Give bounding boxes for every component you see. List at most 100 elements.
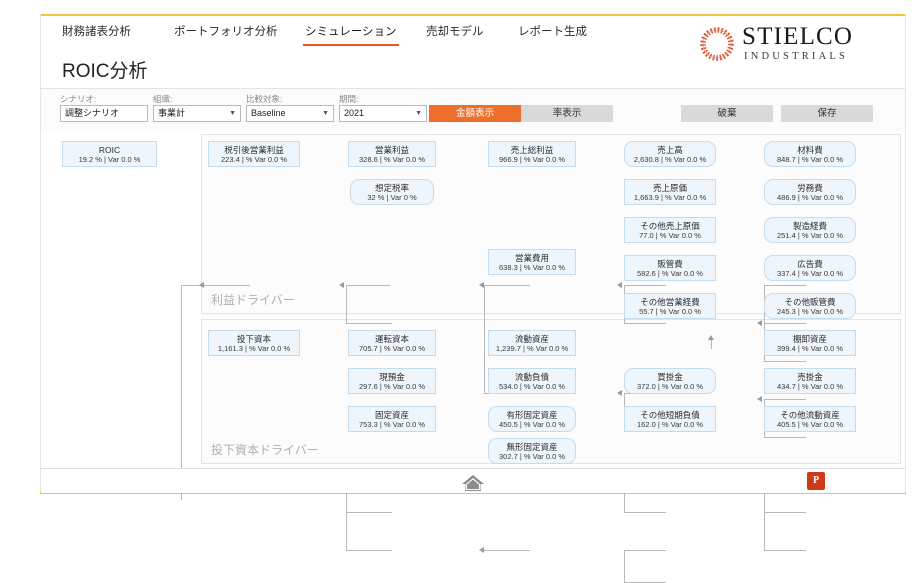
nav-tab-label: 売却モデル (426, 26, 484, 38)
active-tab-underline (303, 43, 399, 46)
period-label: 期間: (339, 94, 359, 104)
driver-node-name: 売上高 (657, 145, 683, 155)
driver-node-value: 450.5 | % Var 0.0 % (498, 420, 565, 429)
frame-right-rule (905, 14, 906, 494)
driver-node-name: 製造経費 (792, 221, 827, 231)
rate-display-button[interactable]: 率表示 (521, 105, 613, 122)
driver-node-value: 638.3 | % Var 0.0 % (498, 263, 565, 272)
driver-node-value: 405.5 | % Var 0.0 % (776, 420, 843, 429)
driver-node-name: 流動負債 (514, 372, 549, 382)
scenario-input[interactable]: 調整シナリオ (60, 105, 148, 122)
ring-logo-icon (700, 27, 734, 61)
roic-analysis-screen: 財務諸表分析 ポートフォリオ分析 シミュレーション 売却モデル レポート生成 STIEL… (40, 14, 906, 583)
nav-tab-label: レポート生成 (518, 26, 587, 38)
frame-bottom-rule (40, 492, 906, 494)
driver-node-name: 売掛金 (797, 372, 823, 382)
org-select-value: 事業計 (158, 108, 186, 118)
driver-node-value: 162.0 | % Var 0.0 % (636, 420, 703, 429)
brand-logo: STIELCO INDUSTRIALS (700, 24, 900, 66)
driver-node-value: 705.7 | % Var 0.0 % (358, 344, 425, 353)
driver-node-value: 753.3 | % Var 0.0 % (358, 420, 425, 429)
save-button[interactable]: 保存 (781, 105, 873, 122)
driver-node-name: 投下資本 (236, 334, 271, 344)
compare-select[interactable]: Baseline ▼ (246, 105, 334, 122)
period-select[interactable]: 2021 ▼ (339, 105, 427, 122)
driver-node-value: 1,239.7 | % Var 0.0 % (495, 344, 569, 353)
nav-tab-3[interactable]: 売却モデル (424, 21, 486, 46)
home-icon[interactable] (459, 472, 487, 492)
driver-node-value: 297.6 | % Var 0.0 % (358, 382, 425, 391)
driver-node-value: 434.7 | % Var 0.0 % (776, 382, 843, 391)
nav-tab-label: ポートフォリオ分析 (174, 26, 278, 38)
driver-node-name: 売上総利益 (510, 145, 554, 155)
driver-node-value: 251.4 | % Var 0.0 % (776, 231, 843, 240)
driver-node-value: 372.0 | % Var 0.0 % (636, 382, 703, 391)
footer-bar: P (41, 468, 905, 493)
driver-node-value: 966.9 | % Var 0.0 % (498, 155, 565, 164)
org-select[interactable]: 事業計 ▼ (153, 105, 241, 122)
title-divider (41, 88, 905, 89)
brand-subtitle: INDUSTRIALS (744, 51, 849, 62)
amount-display-button[interactable]: 金額表示 (429, 105, 521, 122)
nav-tab-4[interactable]: レポート生成 (516, 21, 589, 46)
driver-node-value: 19.2 % | Var 0.0 % (78, 155, 141, 164)
driver-node-value: 245.3 | % Var 0.0 % (776, 307, 843, 316)
driver-node-name: 棚卸資産 (792, 334, 827, 344)
driver-node-name: 無形固定資産 (506, 442, 558, 452)
frame-top-rule (40, 14, 906, 16)
powerpoint-icon[interactable]: P (807, 472, 825, 490)
discard-button[interactable]: 破棄 (681, 105, 773, 122)
driver-node-value: 32 % | Var 0 % (367, 193, 417, 202)
driver-node-value: 337.4 | % Var 0.0 % (776, 269, 843, 278)
driver-node-name: 材料費 (797, 145, 823, 155)
org-label: 組織: (153, 94, 173, 104)
driver-node-value: 302.7 | % Var 0.0 % (498, 452, 565, 461)
driver-node-value: 1,161.3 | % Var 0.0 % (217, 344, 291, 353)
chevron-down-icon: ▼ (322, 110, 329, 117)
driver-node-value: 1,663.9 | % Var 0.0 % (633, 193, 707, 202)
nav-tab-2[interactable]: シミュレーション (303, 21, 399, 46)
driver-node-value: 55.7 | % Var 0.0 % (639, 307, 701, 316)
nav-tab-0[interactable]: 財務諸表分析 (60, 21, 133, 46)
nav-tab-1[interactable]: ポートフォリオ分析 (172, 21, 280, 46)
driver-node-name: 固定資産 (374, 410, 409, 420)
driver-node-name: ROIC (98, 145, 121, 155)
main-navigation-tabs: 財務諸表分析 ポートフォリオ分析 シミュレーション 売却モデル レポート生成 (40, 18, 660, 48)
driver-node-name: 買掛金 (657, 372, 683, 382)
compare-label: 比較対象: (246, 94, 283, 104)
driver-node-value: 2,630.8 | % Var 0.0 % (633, 155, 707, 164)
driver-node-name: 販管費 (657, 259, 683, 269)
driver-node-name: 現預金 (379, 372, 405, 382)
page-title: ROIC分析 (62, 61, 148, 82)
scenario-label: シナリオ: (60, 94, 97, 104)
